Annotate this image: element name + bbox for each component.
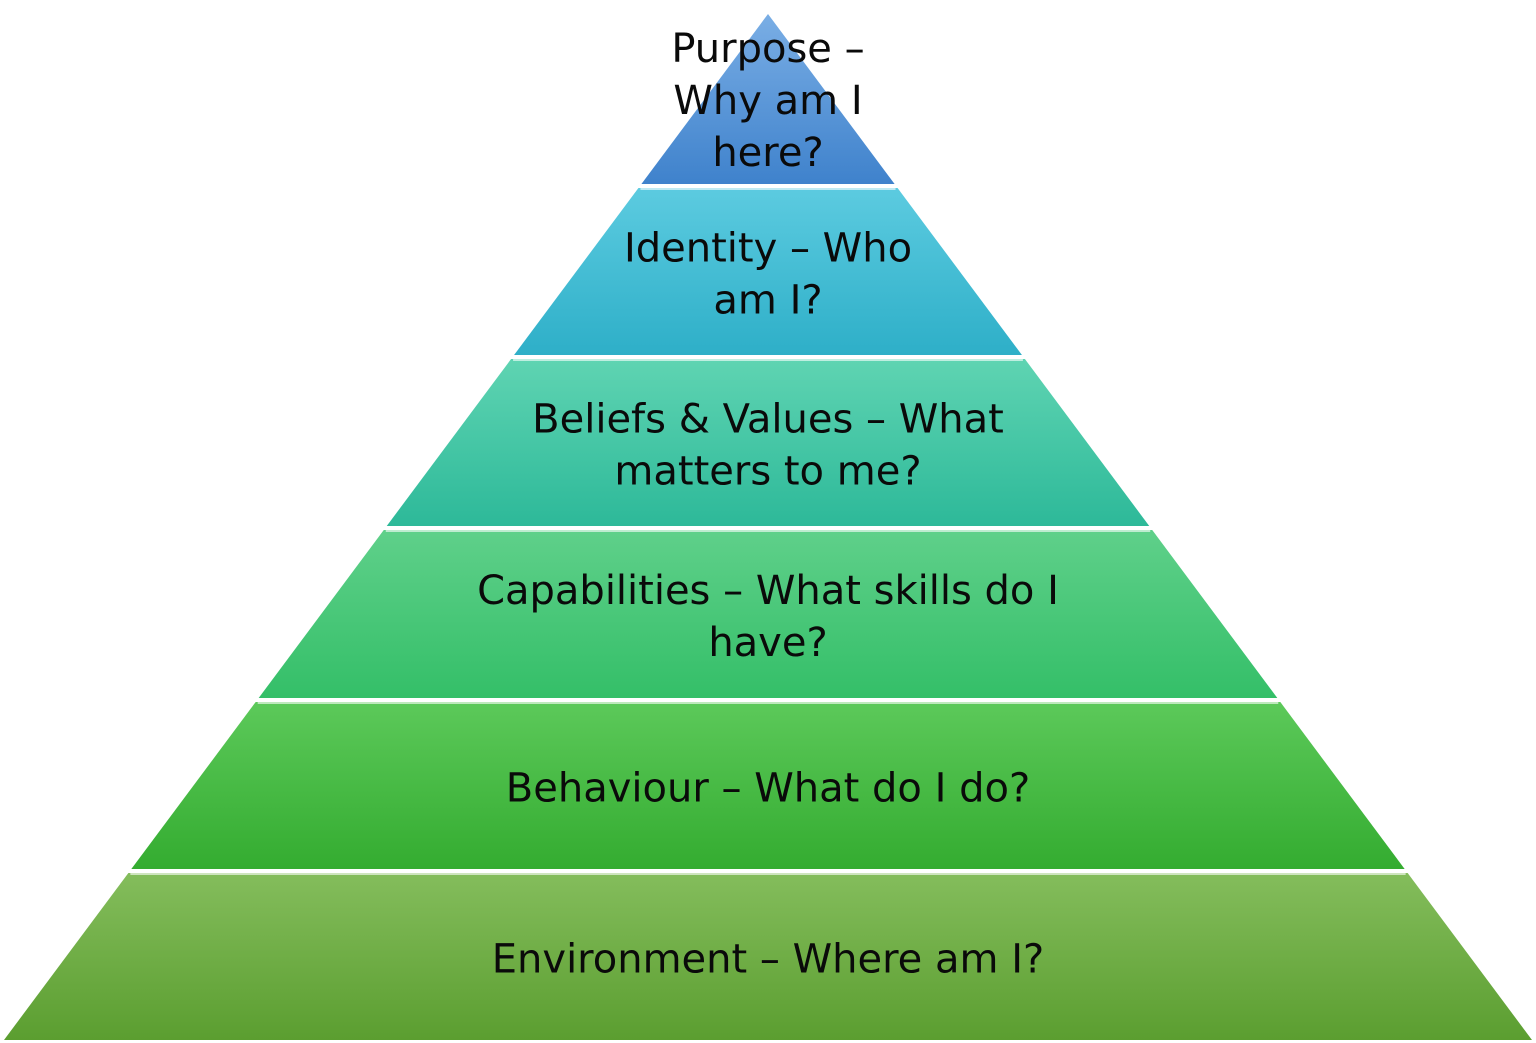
tier-identity: [514, 188, 1022, 355]
tier-label-line: Capabilities – What skills do I: [477, 568, 1059, 614]
tier-label-environment: Environment – Where am I?: [492, 937, 1044, 983]
tier-label-purpose: Purpose – Why am I here?: [671, 26, 864, 176]
tier-label-beliefs-values: Beliefs & Values – What matters to me?: [532, 397, 1004, 495]
tier-label-capabilities: Capabilities – What skills do I have?: [477, 568, 1059, 666]
tier-label-line: here?: [712, 130, 823, 176]
tier-label-line: Environment – Where am I?: [492, 937, 1044, 983]
tier-label-behaviour: Behaviour – What do I do?: [506, 766, 1030, 812]
tier-label-line: Identity – Who: [624, 226, 912, 272]
pyramid-tiers: [4, 14, 1532, 1040]
tier-label-line: Why am I: [673, 78, 862, 124]
tier-label-line: Beliefs & Values – What: [532, 397, 1004, 443]
tier-label-line: Behaviour – What do I do?: [506, 766, 1030, 812]
tier-label-line: am I?: [713, 278, 822, 324]
tier-label-line: Purpose –: [671, 26, 864, 72]
tier-label-line: matters to me?: [614, 449, 921, 495]
tier-capabilities: [258, 530, 1278, 698]
tier-label-line: have?: [708, 620, 827, 666]
tier-purpose: [641, 14, 895, 184]
tier-behaviour: [131, 702, 1405, 869]
tier-label-identity: Identity – Who am I?: [624, 226, 912, 324]
pyramid-labels: Purpose – Why am I here? Identity – Who am I…: [477, 26, 1059, 983]
tier-beliefs-values: [386, 359, 1150, 526]
tier-environment: [4, 873, 1532, 1040]
